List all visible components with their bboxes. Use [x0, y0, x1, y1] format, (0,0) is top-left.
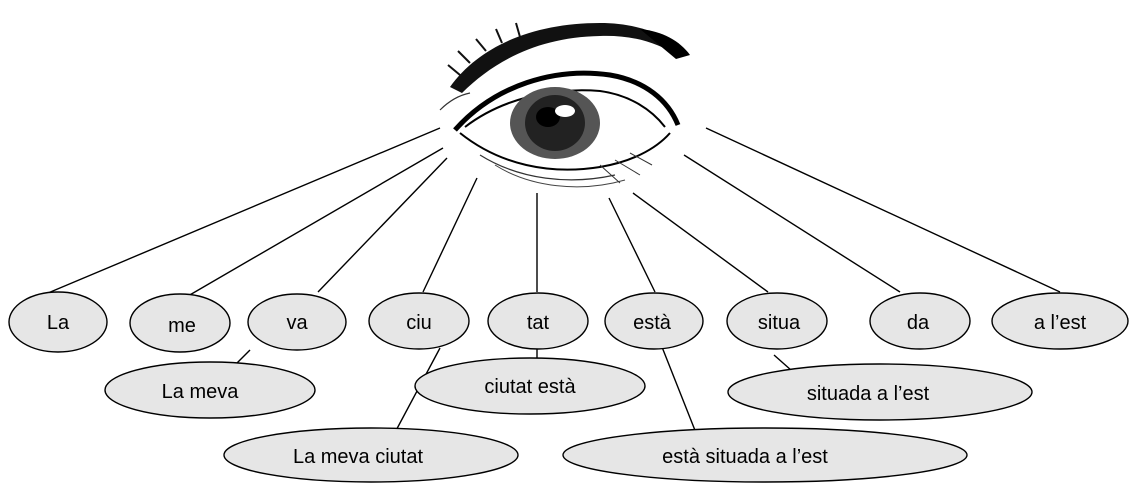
eye-icon [439, 22, 690, 188]
group-oval: està situada a l’est [562, 427, 968, 483]
syllable-oval: va [247, 293, 347, 351]
syllable-oval: da [869, 292, 971, 350]
syllable-oval: La [8, 291, 108, 353]
syllable-label: La [47, 312, 70, 334]
syllable-ovals: La me va ciu tat està situa da [8, 291, 1129, 353]
group-label: situada a l’est [807, 383, 930, 405]
group-label: està situada a l’est [662, 446, 828, 468]
syllable-label: da [907, 312, 930, 334]
group-oval: La meva [104, 361, 316, 419]
group-label: La meva [162, 381, 240, 403]
syllable-label: va [286, 312, 308, 334]
group-label: La meva ciutat [293, 446, 424, 468]
syllable-label: situa [758, 312, 801, 334]
syllable-oval: tat [487, 292, 589, 350]
group-ovals: La meva ciutat està situada a l’est La m… [104, 357, 1033, 483]
syllable-oval: està [604, 292, 704, 350]
group-oval: ciutat està [414, 357, 646, 415]
syllable-label: me [168, 315, 196, 337]
syllable-oval: me [129, 293, 231, 353]
syllable-label: ciu [406, 312, 432, 334]
group-oval: situada a l’est [727, 363, 1033, 421]
connector-lines [47, 127, 1061, 444]
syllable-oval: a l’est [991, 292, 1129, 350]
syllable-oval: ciu [368, 292, 470, 350]
syllable-label: tat [527, 312, 550, 334]
syllable-label: està [633, 312, 672, 334]
syllable-oval: situa [726, 292, 828, 350]
group-oval: La meva ciutat [223, 427, 519, 483]
syllable-label: a l’est [1034, 312, 1087, 334]
group-label: ciutat està [484, 376, 576, 398]
